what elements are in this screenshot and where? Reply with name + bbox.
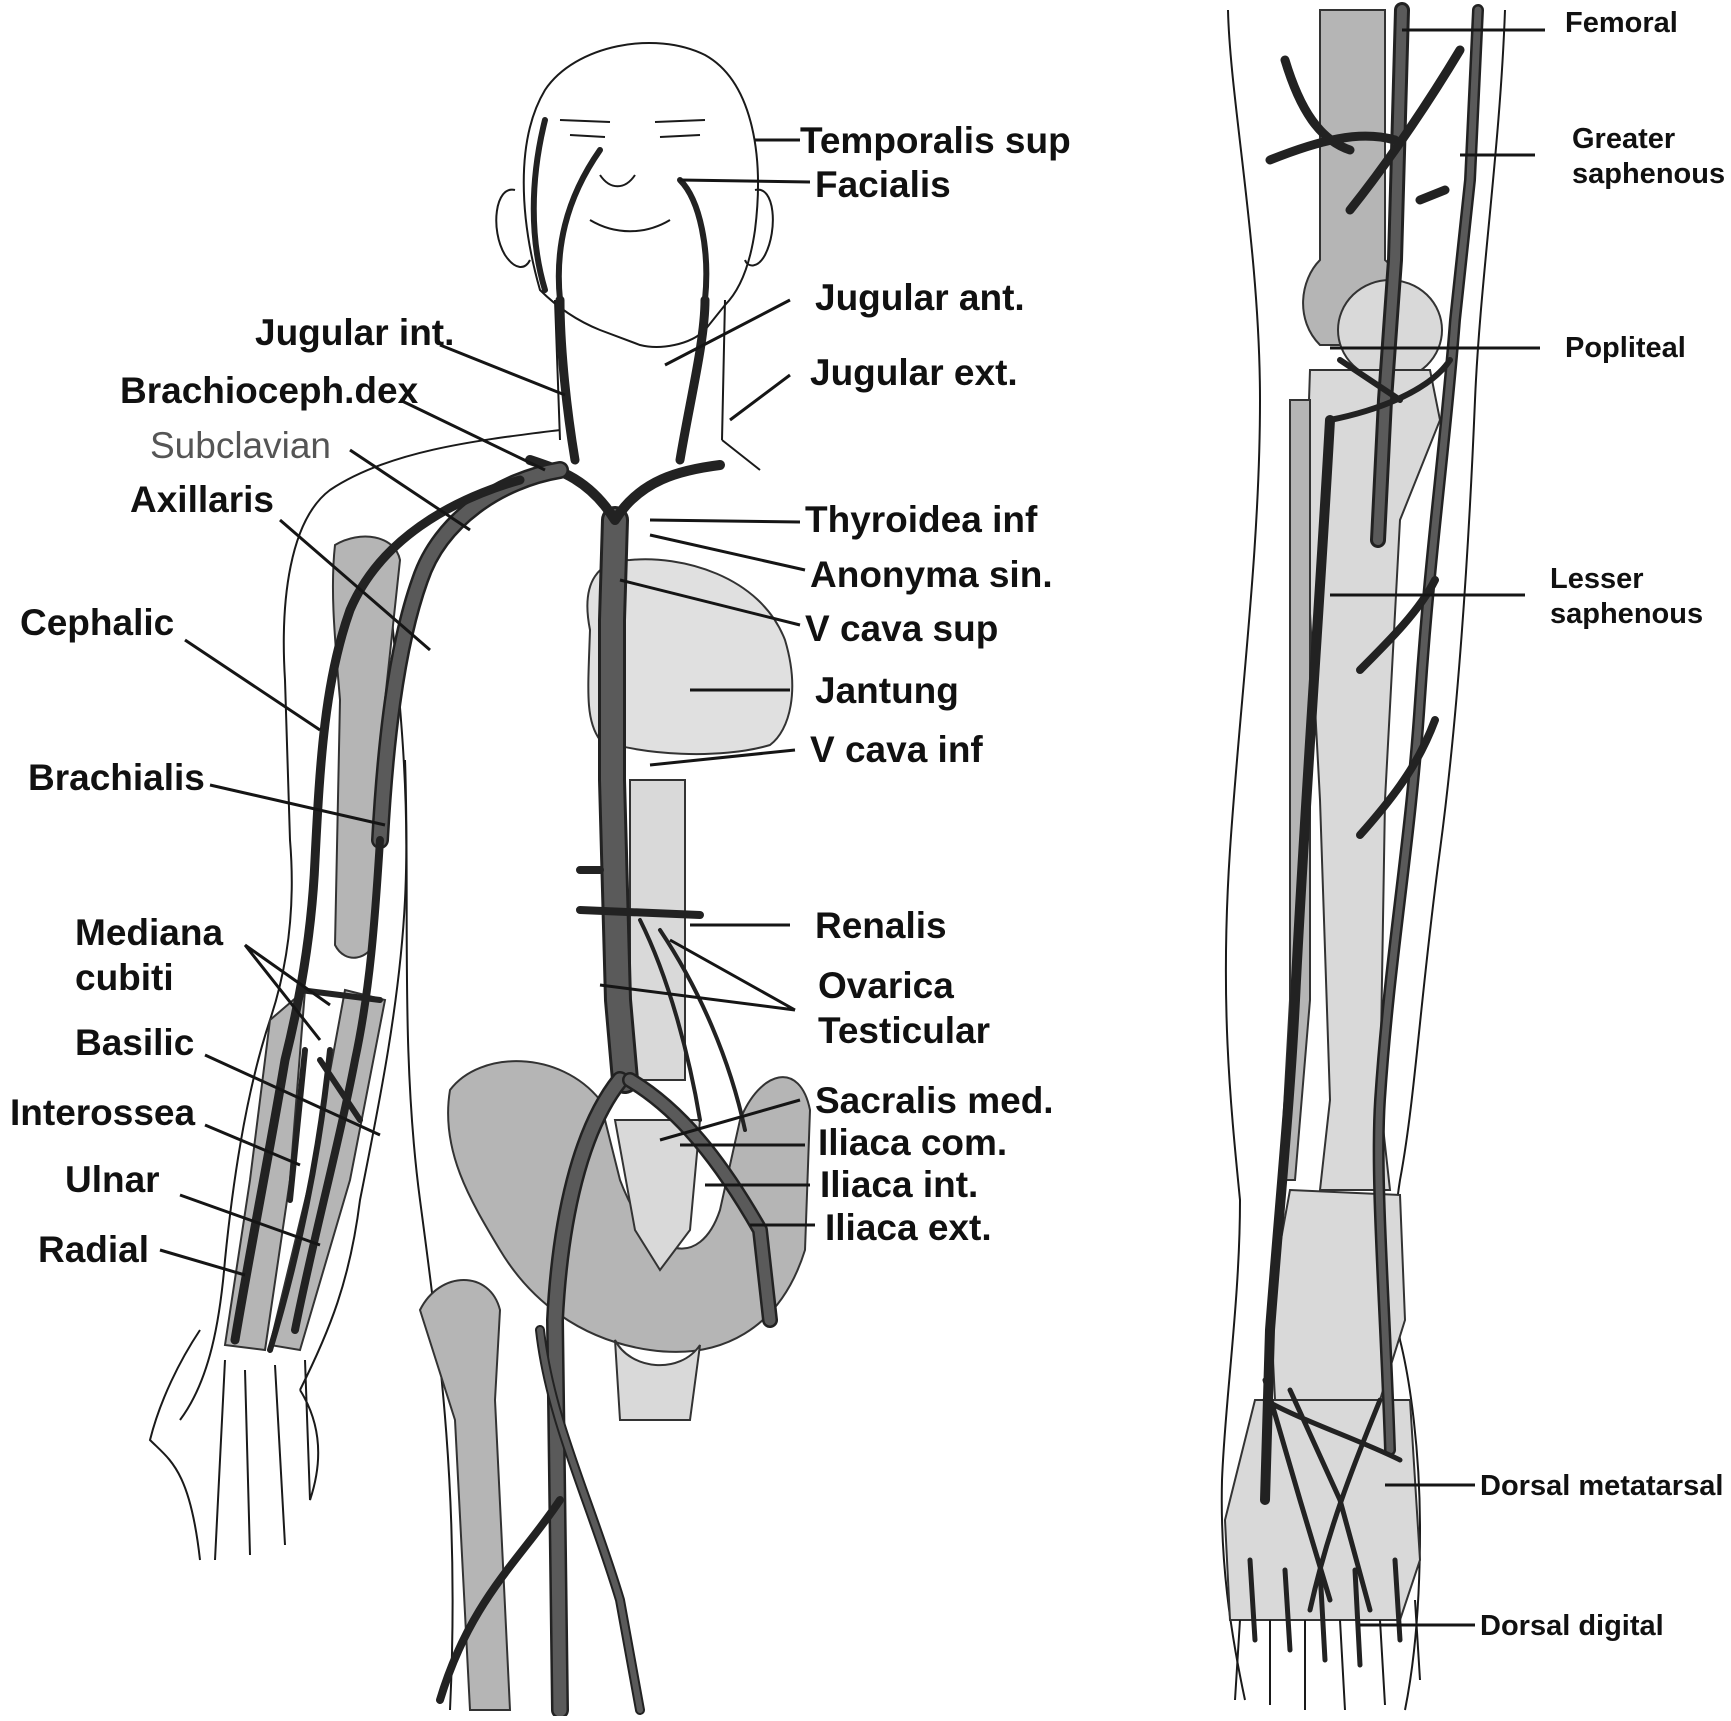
spine-bone <box>630 780 685 1080</box>
label-iliaca-com: Iliaca com. <box>818 1122 1007 1163</box>
label-jugular-ant: Jugular ant. <box>815 277 1025 318</box>
facial-veins <box>534 120 707 300</box>
axillary-vein-fill <box>380 470 560 840</box>
leader-radial <box>160 1250 245 1275</box>
label-interossea: Interossea <box>10 1092 196 1133</box>
jugular-internal-vein <box>560 300 575 460</box>
label-greater: Greater <box>1572 123 1675 155</box>
label-cubiti: cubiti <box>75 957 174 998</box>
leader-jugular-ext <box>730 375 790 420</box>
vena-cava-vein-fill <box>612 520 625 1080</box>
label-mediana: Mediana <box>75 912 223 953</box>
leader-cephalic <box>185 640 320 730</box>
label-jantung: Jantung <box>815 670 959 711</box>
label-testicular: Testicular <box>818 1010 990 1051</box>
right-labels: Femoral Greater saphenous Popliteal Less… <box>1480 7 1725 1642</box>
label-greater-saphenous: saphenous <box>1572 158 1725 190</box>
label-axillaris: Axillaris <box>130 479 274 520</box>
label-lesser: Lesser <box>1550 563 1644 595</box>
label-sacralis-med: Sacralis med. <box>815 1080 1054 1121</box>
label-iliaca-ext: Iliaca ext. <box>825 1207 992 1248</box>
leader-jugular-int <box>440 345 565 395</box>
label-lesser-saphenous: saphenous <box>1550 598 1703 630</box>
hand-outline <box>150 1330 318 1560</box>
label-iliaca-int: Iliaca int. <box>820 1164 978 1205</box>
label-dorsal-digital: Dorsal digital <box>1480 1610 1664 1642</box>
label-radial: Radial <box>38 1229 149 1270</box>
leader-facialis <box>680 180 810 182</box>
torso-side-outline <box>405 760 453 1710</box>
label-temporalis-sup: Temporalis sup <box>800 120 1071 161</box>
label-facialis: Facialis <box>815 164 951 205</box>
leader-jugular-ant <box>665 300 790 365</box>
label-dorsal-metatarsal: Dorsal metatarsal <box>1480 1470 1723 1502</box>
label-thyroidea-inf: Thyroidea inf <box>805 499 1038 540</box>
label-jugular-int: Jugular int. <box>255 312 454 353</box>
pelvis-bone <box>448 1061 810 1352</box>
label-brachioceph-dex: Brachioceph.dex <box>120 370 419 411</box>
label-popliteal: Popliteal <box>1565 332 1686 364</box>
label-cephalic: Cephalic <box>20 602 174 643</box>
label-brachialis: Brachialis <box>28 757 205 798</box>
left-ear-outline <box>745 190 773 266</box>
label-subclavian: Subclavian <box>150 425 331 466</box>
label-femoral: Femoral <box>1565 7 1678 39</box>
left-vein-network <box>235 120 770 1710</box>
body-illustration <box>150 43 810 1710</box>
label-renalis: Renalis <box>815 905 947 946</box>
label-jugular-ext: Jugular ext. <box>810 352 1018 393</box>
leader-thyroidea-inf <box>650 520 800 522</box>
label-basilic: Basilic <box>75 1022 194 1063</box>
label-anonyma-sin: Anonyma sin. <box>810 554 1053 595</box>
label-v-cava-sup: V cava sup <box>805 608 998 649</box>
jugular-left-vein <box>680 300 705 460</box>
leader-subclavian <box>350 450 470 530</box>
label-ovarica: Ovarica <box>818 965 954 1006</box>
label-ulnar: Ulnar <box>65 1159 160 1200</box>
label-v-cava-inf: V cava inf <box>810 729 983 770</box>
